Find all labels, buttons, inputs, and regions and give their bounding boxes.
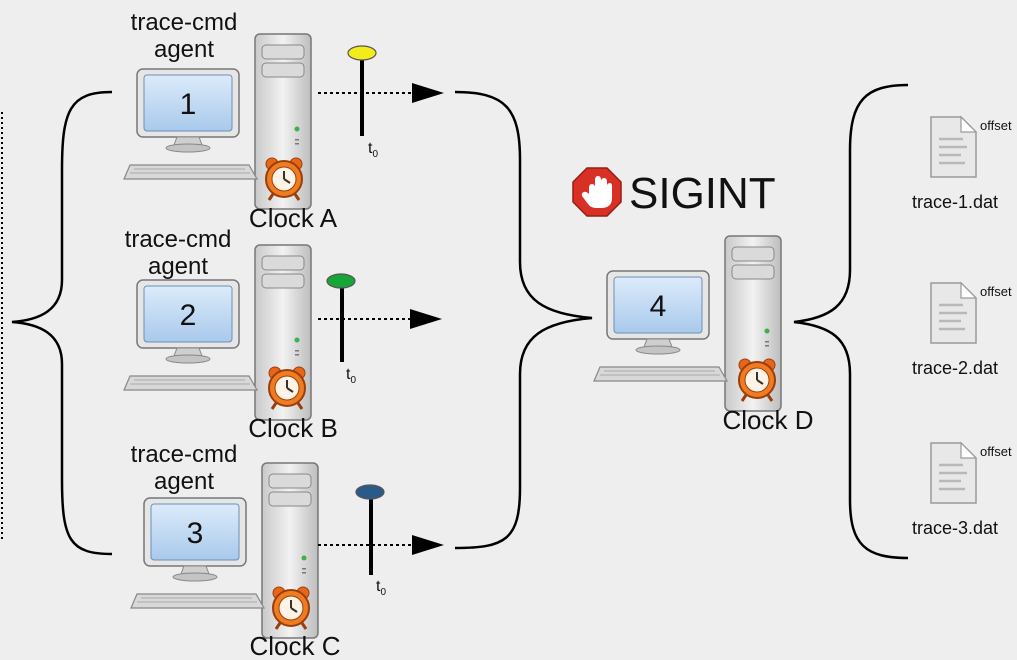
agent-2: trace-cmd agent 2 Clock B t0	[123, 226, 442, 443]
agent-2-role-line2: agent	[148, 253, 208, 280]
agent-1-computer: 1	[123, 33, 312, 210]
alarm-clock-icon	[267, 365, 307, 411]
agent-1-role-line2: agent	[154, 36, 214, 63]
agent-3-role-line2: agent	[154, 468, 214, 495]
file-1-name: trace-1.dat	[912, 192, 998, 212]
host-number: 4	[650, 290, 667, 323]
middle-brace	[454, 90, 593, 550]
agent-1-marker-pin	[347, 45, 377, 61]
right-brace	[793, 83, 909, 560]
alarm-clock-icon	[264, 156, 304, 202]
agent-1-clock-label: Clock A	[249, 203, 338, 233]
arrowhead-icon	[410, 309, 442, 329]
document-icon	[929, 115, 978, 179]
arrowhead-icon	[412, 535, 444, 555]
file-3-name: trace-3.dat	[912, 518, 998, 538]
file-3: offset trace-3.dat	[912, 441, 1012, 538]
agent-1-role-line1: trace-cmd	[131, 9, 238, 36]
agent-2-marker-pin	[326, 273, 356, 289]
agent-2-clock-label: Clock B	[248, 413, 338, 443]
file-2-tag: offset	[980, 284, 1012, 299]
stop-hand-icon	[572, 167, 622, 217]
file-1: offset trace-1.dat	[912, 115, 1012, 212]
host-computer: 4	[593, 235, 782, 412]
file-3-tag: offset	[980, 444, 1012, 459]
agent-2-marker-label: t0	[346, 366, 356, 386]
document-icon	[929, 441, 978, 505]
agent-3-role-line1: trace-cmd	[131, 441, 238, 468]
agent-1-marker-label: t0	[368, 140, 378, 160]
agent-3-computer: 3	[130, 462, 319, 639]
agent-3-marker-pin	[355, 484, 385, 500]
agent-3-marker-label: t0	[376, 578, 386, 598]
agent-3-number: 3	[187, 517, 204, 550]
left-brace	[11, 90, 113, 556]
alarm-clock-icon	[271, 585, 311, 631]
agent-2-role-line1: trace-cmd	[125, 226, 232, 253]
file-2-name: trace-2.dat	[912, 358, 998, 378]
host-clock-label: Clock D	[722, 405, 813, 435]
file-1-tag: offset	[980, 118, 1012, 133]
agent-3: trace-cmd agent 3 Clock C t0	[130, 441, 444, 660]
agent-1: trace-cmd agent 1 Clock A t0	[123, 9, 444, 233]
alarm-clock-icon	[737, 357, 777, 403]
agent-1-number: 1	[180, 88, 197, 121]
agent-2-computer: 2	[123, 244, 312, 421]
arrowhead-icon	[412, 83, 444, 103]
agent-3-clock-label: Clock C	[249, 631, 340, 660]
file-2: offset trace-2.dat	[912, 281, 1012, 378]
sigint-text: SIGINT	[629, 169, 776, 218]
agent-2-number: 2	[180, 299, 197, 332]
document-icon	[929, 281, 978, 345]
sigint-label: SIGINT	[572, 167, 776, 218]
host-4: 4 Clock D	[593, 235, 814, 435]
